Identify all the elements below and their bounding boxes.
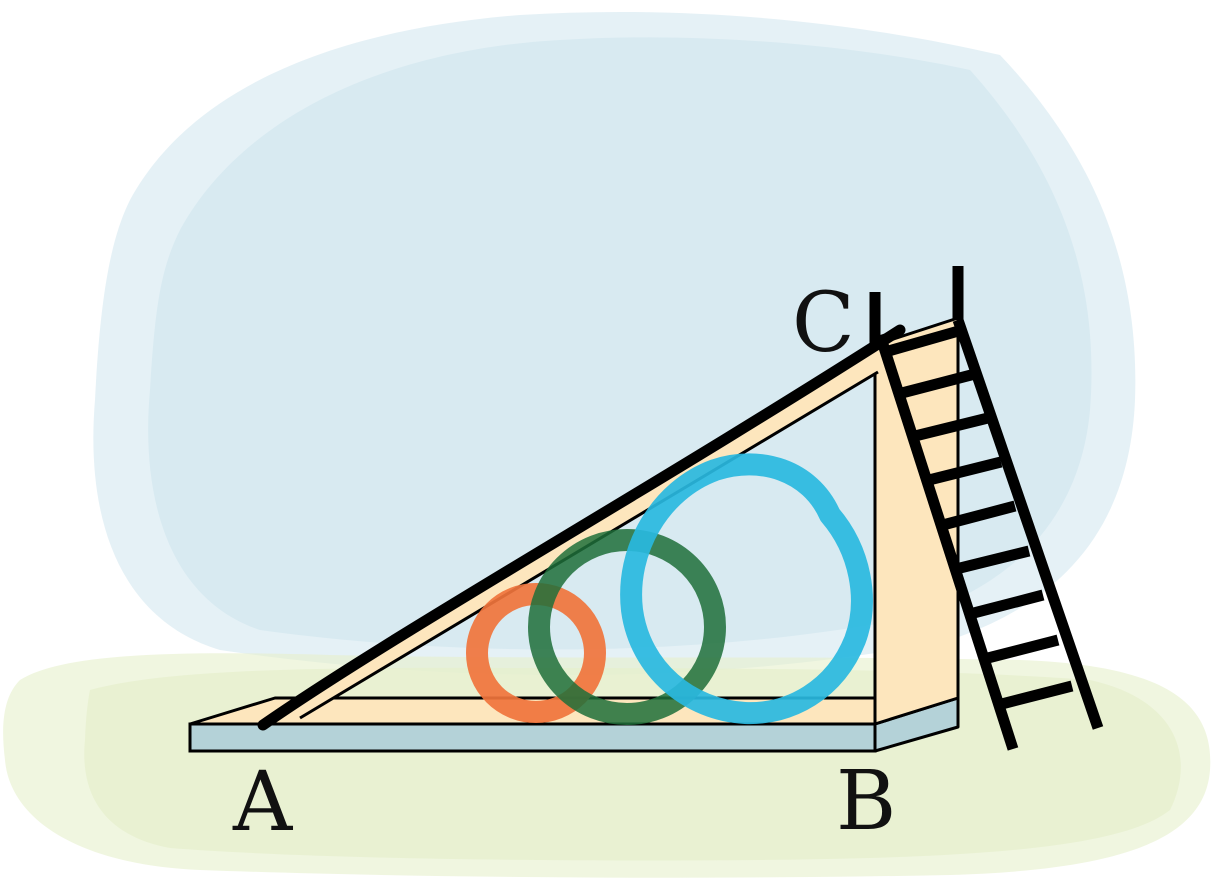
tower [873, 316, 960, 726]
ladder-rung [978, 634, 1060, 666]
sky-wash-2 [148, 37, 1092, 650]
ladder-rung [896, 368, 977, 400]
ring-icon-large [620, 453, 873, 725]
ladder-rung [923, 456, 1003, 487]
ring-icon-medium [528, 529, 726, 725]
ladder-left-rail [874, 333, 1019, 751]
ladder-icon [869, 266, 1104, 751]
ladder-rung [964, 589, 1045, 621]
rings [466, 453, 873, 725]
ladder-rung [909, 412, 990, 443]
ladder-rung [992, 680, 1074, 712]
ladder-rung [883, 324, 964, 358]
base-slab-front [188, 722, 877, 753]
vertex-label-c: C [792, 276, 855, 371]
ladder-rung [950, 545, 1031, 576]
base-slab [188, 696, 960, 753]
ladder-right-rail [952, 318, 1104, 730]
vertex-label-a: A [232, 755, 294, 850]
slide-ramp-edge [257, 324, 906, 731]
ladder-rung [937, 500, 1017, 532]
vertex-label-b: B [836, 754, 896, 849]
